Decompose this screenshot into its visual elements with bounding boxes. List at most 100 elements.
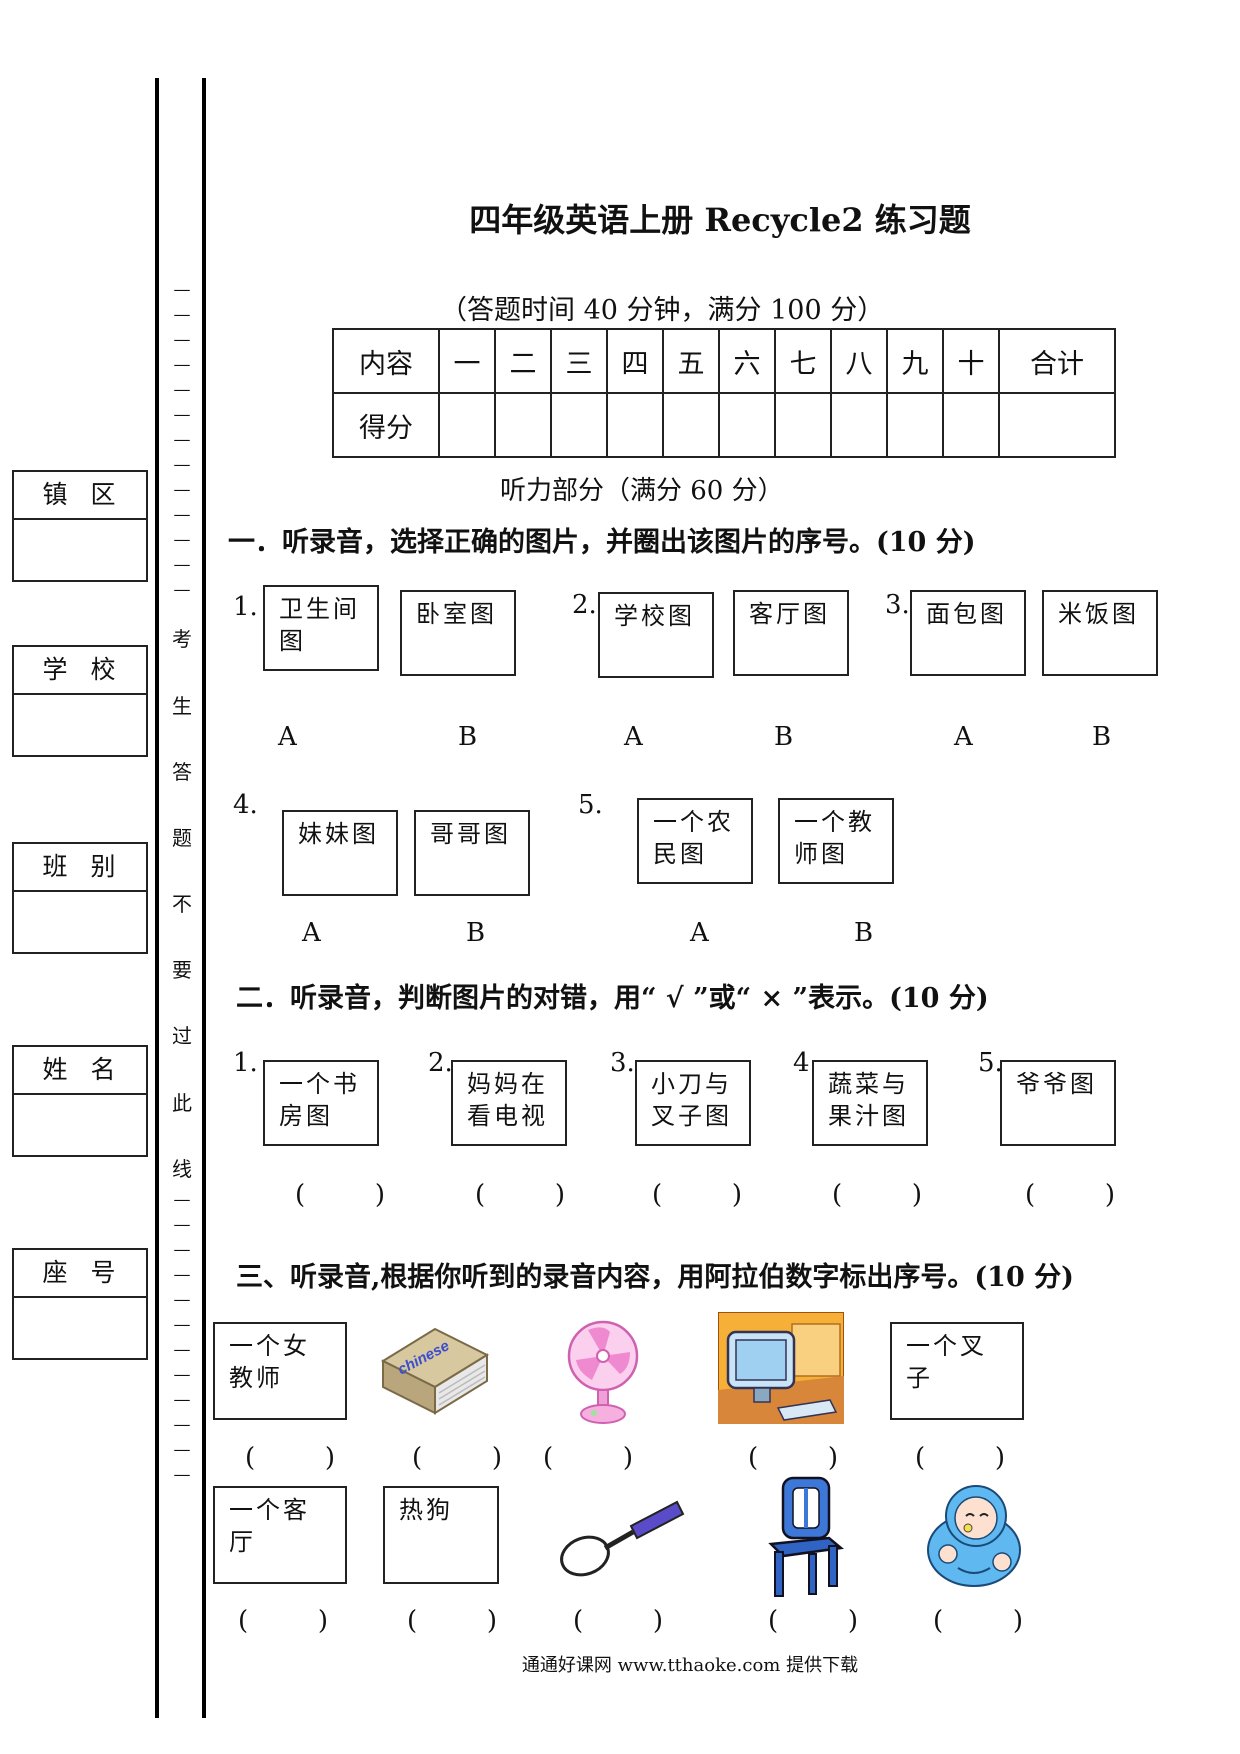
listening-section-header: 听力部分（满分 60 分） bbox=[500, 476, 784, 506]
seal-char: 线 bbox=[172, 1157, 192, 1181]
name-input[interactable] bbox=[14, 1095, 146, 1155]
picture-box: 蔬菜与果汁图 bbox=[812, 1060, 928, 1146]
seal-char: 此 bbox=[172, 1091, 192, 1115]
table-cell: 合计 bbox=[998, 328, 1116, 394]
picture-box: 爷爷图 bbox=[1000, 1060, 1116, 1146]
answer-blank[interactable]: () bbox=[245, 1443, 335, 1473]
field-label-char: 名 bbox=[90, 1055, 118, 1084]
item-number: 3. bbox=[610, 1048, 635, 1078]
picture-option-b[interactable]: 米饭图 bbox=[1042, 590, 1158, 676]
option-label-a[interactable]: A bbox=[302, 918, 321, 948]
score-cell[interactable] bbox=[718, 392, 776, 458]
paren-close: ) bbox=[622, 1443, 633, 1473]
answer-blank[interactable]: () bbox=[933, 1606, 1023, 1636]
answer-blank[interactable]: () bbox=[295, 1180, 385, 1210]
paren-close: ) bbox=[324, 1443, 335, 1473]
score-cell[interactable] bbox=[662, 392, 720, 458]
school-field[interactable]: 学校 bbox=[12, 645, 148, 757]
score-cell[interactable] bbox=[606, 392, 664, 458]
picture-option-b[interactable]: 哥哥图 bbox=[414, 810, 530, 896]
option-label-b[interactable]: B bbox=[854, 918, 874, 948]
score-cell[interactable] bbox=[886, 392, 944, 458]
paren-close: ) bbox=[652, 1606, 663, 1636]
score-cell[interactable] bbox=[550, 392, 608, 458]
option-label-b[interactable]: B bbox=[466, 918, 486, 948]
option-label-b[interactable]: B bbox=[1092, 722, 1112, 752]
section3-title: 三、听录音,根据你听到的录音内容，用阿拉伯数字标出序号。(10 分) bbox=[236, 1262, 1074, 1293]
dash-column-lower: ———————————— bbox=[173, 1190, 191, 1485]
answer-blank[interactable]: () bbox=[1025, 1180, 1115, 1210]
answer-blank[interactable]: () bbox=[238, 1606, 328, 1636]
class-input[interactable] bbox=[14, 892, 146, 952]
score-cell[interactable] bbox=[438, 392, 496, 458]
picture-box: 妈妈在看电视 bbox=[451, 1060, 567, 1146]
field-label-char: 姓 bbox=[42, 1055, 70, 1084]
option-label-b[interactable]: B bbox=[774, 722, 794, 752]
answer-blank[interactable]: () bbox=[832, 1180, 922, 1210]
paren-close: ) bbox=[374, 1180, 385, 1210]
option-label-a[interactable]: A bbox=[278, 722, 297, 752]
score-cell[interactable] bbox=[494, 392, 552, 458]
paren-close: ) bbox=[994, 1443, 1005, 1473]
town-field[interactable]: 镇区 bbox=[12, 470, 148, 582]
name-field[interactable]: 姓名 bbox=[12, 1045, 148, 1157]
answer-blank[interactable]: () bbox=[748, 1443, 838, 1473]
field-label-char: 镇 bbox=[42, 480, 70, 509]
option-label-a[interactable]: A bbox=[624, 722, 643, 752]
picture-box: 一个女教师 bbox=[213, 1322, 347, 1420]
picture-option-b[interactable]: 客厅图 bbox=[733, 590, 849, 676]
spoon-icon bbox=[560, 1500, 685, 1577]
seal-char: 题 bbox=[172, 826, 192, 850]
option-label-a[interactable]: A bbox=[690, 918, 709, 948]
picture-option-a[interactable]: 妹妹图 bbox=[282, 810, 398, 896]
option-label-b[interactable]: B bbox=[458, 722, 478, 752]
picture-option-b[interactable]: 一个教师图 bbox=[778, 798, 894, 884]
answer-blank[interactable]: () bbox=[652, 1180, 742, 1210]
exam-time-note: （答题时间 40 分钟，满分 100 分） bbox=[440, 295, 885, 326]
score-cell[interactable] bbox=[942, 392, 1000, 458]
town-input[interactable] bbox=[14, 520, 146, 580]
paren-open: ( bbox=[573, 1606, 584, 1636]
answer-blank[interactable]: () bbox=[475, 1180, 565, 1210]
book-icon: chinese bbox=[380, 1327, 490, 1415]
seat-field[interactable]: 座号 bbox=[12, 1248, 148, 1360]
picture-option-a[interactable]: 学校图 bbox=[598, 592, 714, 678]
score-cell[interactable] bbox=[830, 392, 888, 458]
item-number: 1. bbox=[233, 592, 258, 622]
picture-option-a[interactable]: 面包图 bbox=[910, 590, 1026, 676]
answer-blank[interactable]: () bbox=[573, 1606, 663, 1636]
picture-box: 一个客厅 bbox=[213, 1486, 347, 1584]
class-field[interactable]: 班别 bbox=[12, 842, 148, 954]
seal-char: 要 bbox=[172, 958, 192, 982]
answer-blank[interactable]: () bbox=[915, 1443, 1005, 1473]
school-input[interactable] bbox=[14, 695, 146, 755]
answer-blank[interactable]: () bbox=[543, 1443, 633, 1473]
picture-box: 热狗 bbox=[383, 1486, 499, 1584]
score-table-header-row: 内容 一 二 三 四 五 六 七 八 九 十 合计 bbox=[332, 328, 1116, 394]
item-number: 3. bbox=[885, 590, 910, 620]
picture-option-a[interactable]: 一个农民图 bbox=[637, 798, 753, 884]
paren-open: ( bbox=[295, 1180, 306, 1210]
answer-blank[interactable]: () bbox=[407, 1606, 497, 1636]
field-label-char: 校 bbox=[90, 655, 118, 684]
table-cell: 二 bbox=[494, 328, 552, 394]
picture-box: 一个叉子 bbox=[890, 1322, 1024, 1420]
paren-open: ( bbox=[475, 1180, 486, 1210]
picture-option-b[interactable]: 卧室图 bbox=[400, 590, 516, 676]
table-cell: 七 bbox=[774, 328, 832, 394]
paren-close: ) bbox=[911, 1180, 922, 1210]
seal-char: 不 bbox=[172, 892, 192, 916]
score-cell[interactable] bbox=[998, 392, 1116, 458]
picture-option-a[interactable]: 卫生间图 bbox=[263, 585, 379, 671]
answer-blank[interactable]: () bbox=[768, 1606, 858, 1636]
option-label-a[interactable]: A bbox=[954, 722, 973, 752]
table-cell: 八 bbox=[830, 328, 888, 394]
paren-open: ( bbox=[1025, 1180, 1036, 1210]
score-cell[interactable] bbox=[774, 392, 832, 458]
paren-close: ) bbox=[847, 1606, 858, 1636]
paren-close: ) bbox=[486, 1606, 497, 1636]
seat-input[interactable] bbox=[14, 1298, 146, 1358]
field-label-char: 区 bbox=[90, 480, 118, 509]
score-table: 内容 一 二 三 四 五 六 七 八 九 十 合计 得分 bbox=[332, 328, 1116, 458]
answer-blank[interactable]: () bbox=[412, 1443, 502, 1473]
